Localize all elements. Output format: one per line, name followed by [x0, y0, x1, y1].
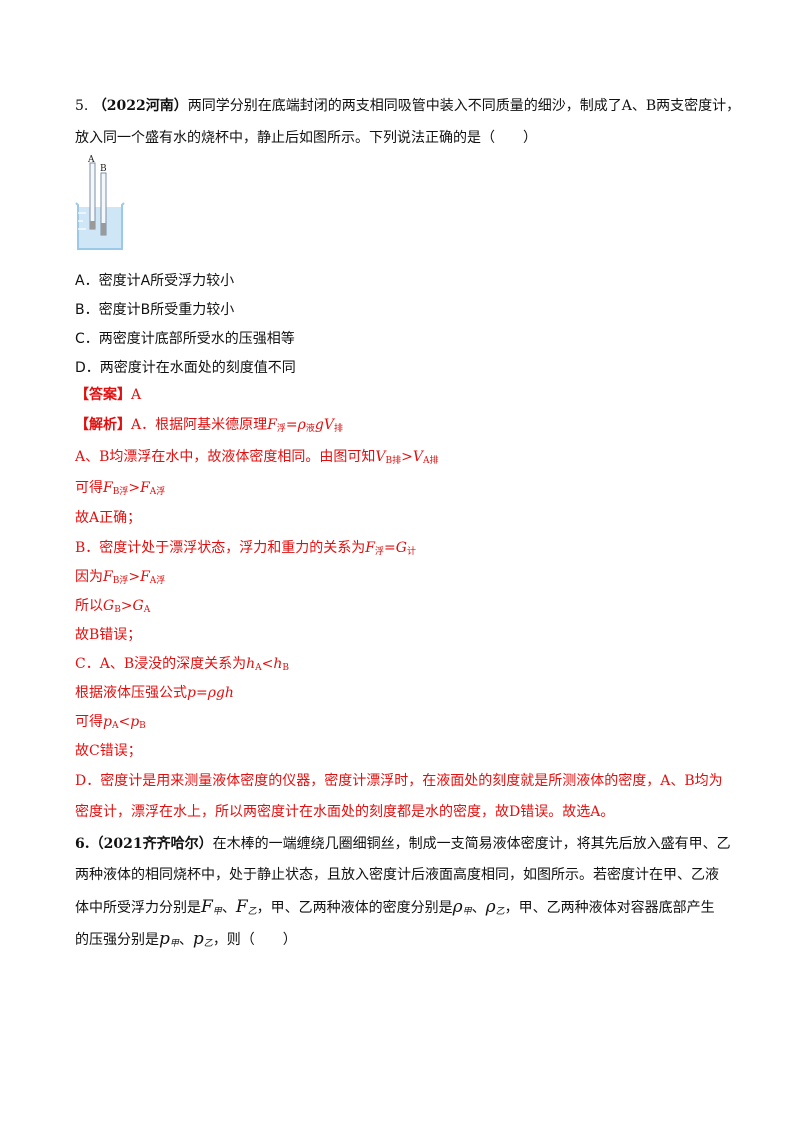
- analysis-line-5: B．密度计处于漂浮状态，浮力和重力的关系为F浮=G计: [75, 540, 416, 557]
- answer-value: A: [131, 387, 142, 403]
- label-b: B: [100, 164, 107, 174]
- q5-stem-text1: 两同学分别在底端封闭的两支相同吸管中装入不同质量的细沙，制成了A、B两支密度计，: [187, 98, 741, 114]
- analysis-line-12: 故C错误；: [75, 743, 142, 759]
- analysis-line-10: 根据液体压强公式p=ρgh: [75, 685, 234, 701]
- analysis-line-2: A、B均漂浮在水中，故液体密度相同。由图可知VB排>VA排: [75, 449, 439, 466]
- label-a: A: [87, 155, 95, 165]
- sand-a: [90, 221, 95, 229]
- analysis-line-1: 【解析】A．根据阿基米德原理F浮=ρ液gV排: [75, 417, 343, 434]
- q5-source: （2022河南）: [92, 98, 188, 114]
- analysis-label: 【解析】: [75, 417, 131, 433]
- q5-stem-line1: 5. （2022河南）两同学分别在底端封闭的两支相同吸管中装入不同质量的细沙，制…: [75, 95, 740, 117]
- analysis-line-9: C．A、B浸没的深度关系为hA<hB: [75, 656, 290, 673]
- answer-label: 【答案】: [75, 387, 131, 403]
- q6-line1: 6.（2021齐齐哈尔）在木棒的一端缠绕几圈细铜丝，制成一支简易液体密度计，将其…: [75, 836, 731, 852]
- q5-stem-line2: 放入同一个盛有水的烧杯中，静止后如图所示。下列说法正确的是（ ）: [75, 127, 537, 149]
- q6-number: 6.: [75, 836, 90, 852]
- q6-source: （2021齐齐哈尔）: [89, 836, 213, 852]
- q5-option-d[interactable]: D．两密度计在水面处的刻度值不同: [75, 360, 296, 376]
- analysis-line-4: 故A正确；: [75, 510, 142, 526]
- analysis-line-6: 因为FB浮>FA浮: [75, 569, 166, 586]
- densimeter-beaker-figure: A B: [75, 155, 125, 250]
- q6-line2: 两种液体的相同烧杯中，处于静止状态，且放入密度计后液面高度相同，如图所示。若密度…: [75, 867, 719, 883]
- analysis-line-11: 可得pA<pB: [75, 714, 146, 731]
- analysis-line-13: D．密度计是用来测量液体密度的仪器，密度计漂浮时，在液面处的刻度就是所测液体的密…: [75, 773, 723, 789]
- q5-stem-text2: 放入同一个盛有水的烧杯中，静止后如图所示。下列说法正确的是（ ）: [75, 130, 537, 146]
- q5-answer: 【答案】A: [75, 384, 141, 406]
- q5-option-c[interactable]: C．两密度计底部所受水的压强相等: [75, 331, 295, 347]
- analysis-line-14: 密度计，漂浮在水上，所以两密度计在水面处的刻度都是水的密度，故D错误。故选A。: [75, 804, 615, 820]
- densimeter-a: [89, 162, 96, 230]
- analysis-line-7: 所以GB>GA: [75, 598, 151, 615]
- analysis-line-8: 故B错误；: [75, 627, 142, 643]
- analysis-line-3: 可得FB浮>FA浮: [75, 480, 166, 497]
- water: [78, 207, 122, 249]
- beaker-outline: [75, 202, 125, 250]
- q5-option-b[interactable]: B．密度计B所受重力较小: [75, 302, 235, 318]
- sand-b: [101, 223, 106, 235]
- q5-option-a[interactable]: A．密度计A所受浮力较小: [75, 273, 235, 289]
- q6-line3: 体中所受浮力分别是F甲、F乙，甲、乙两种液体的密度分别是ρ甲、ρ乙，甲、乙两种液…: [75, 897, 715, 917]
- q6-line4: 的压强分别是p甲、p乙，则（ ）: [75, 929, 297, 949]
- q5-number: 5.: [75, 98, 89, 114]
